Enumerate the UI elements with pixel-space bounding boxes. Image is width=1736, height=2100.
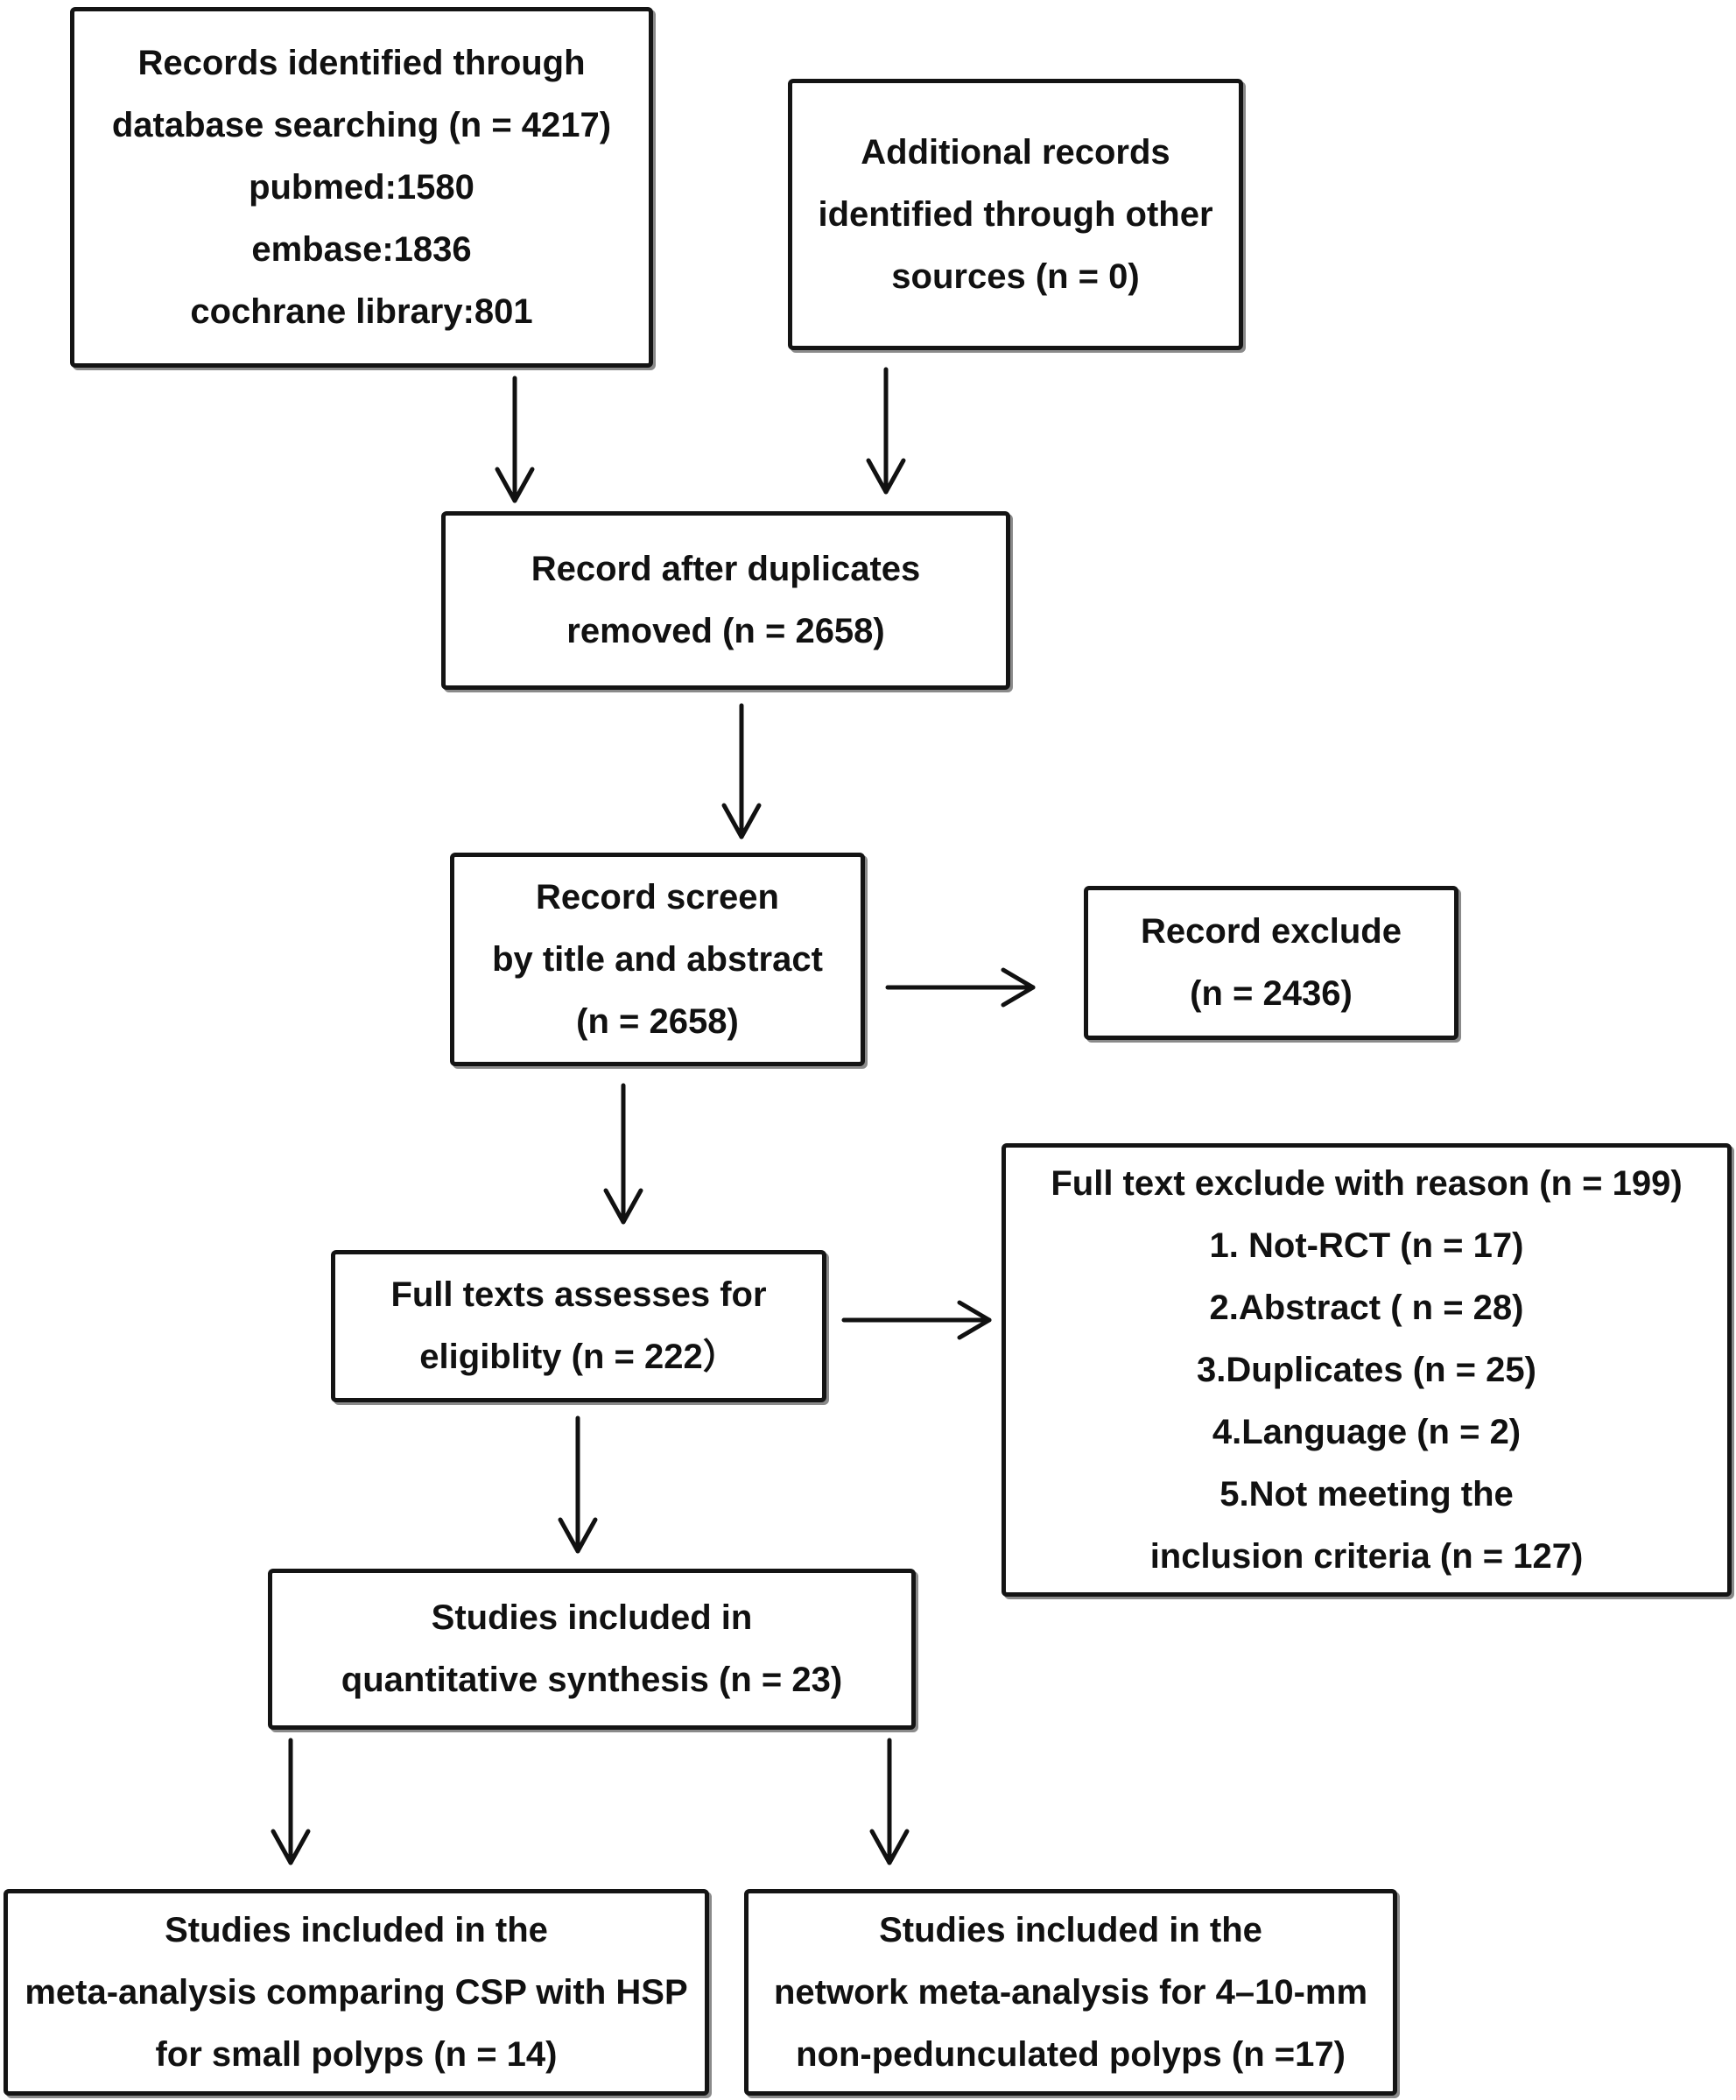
- arrow-screen-to-fulltext-assess: [603, 1083, 643, 1225]
- box-line: Full text exclude with reason (n = 199): [1051, 1163, 1683, 1203]
- arrow-identified-to-after-duplicates: [495, 376, 535, 503]
- box-line: quantitative synthesis (n = 23): [341, 1661, 843, 1699]
- studies-included-box: Studies included in quantitative synthes…: [268, 1569, 916, 1730]
- box-line: cochrane library:801: [190, 291, 533, 331]
- meta-analysis-csp-hsp-box: Studies included in the meta-analysis co…: [4, 1889, 709, 2096]
- box-line: embase:1836: [251, 229, 472, 269]
- box-line: non-pedunculated polyps (n =17): [796, 2034, 1346, 2074]
- box-line: by title and abstract: [492, 939, 823, 979]
- box-line: meta-analysis comparing CSP with HSP: [25, 1972, 688, 2012]
- arrow-included-to-network-meta: [869, 1738, 910, 1865]
- fulltext-assess-box: Full texts assesses for eligiblity (n = …: [331, 1250, 826, 1402]
- box-line: inclusion criteria (n = 127): [1149, 1536, 1584, 1576]
- record-screen-box: Record screen by title and abstract (n =…: [450, 853, 865, 1066]
- box-line: pubmed:1580: [249, 167, 474, 207]
- box-line: Record after duplicates: [531, 550, 921, 588]
- box-line: database searching (n = 4217): [111, 105, 612, 144]
- box-line: 3.Duplicates (n = 25): [1197, 1350, 1536, 1389]
- arrow-included-to-meta-csp-hsp: [271, 1738, 311, 1865]
- record-exclude-box: Record exclude (n = 2436): [1084, 886, 1458, 1040]
- box-line: Studies included in the: [165, 1910, 548, 1949]
- box-line: removed (n = 2658): [566, 612, 885, 650]
- box-line: identified through other: [818, 194, 1213, 234]
- arrow-after-duplicates-to-screen: [721, 703, 762, 839]
- box-line: network meta-analysis for 4–10-mm: [773, 1972, 1368, 2012]
- box-line: Studies included in: [431, 1598, 753, 1637]
- box-line: (n = 2436): [1190, 974, 1353, 1013]
- arrow-fulltext-assess-to-included: [558, 1415, 598, 1554]
- box-line: sources (n = 0): [891, 256, 1140, 296]
- arrow-screen-to-exclude: [885, 967, 1036, 1008]
- records-identified-box: Records identified through database sear…: [70, 7, 653, 368]
- box-line: (n = 2658): [576, 1001, 739, 1041]
- network-meta-analysis-box: Studies included in the network meta-ana…: [744, 1889, 1397, 2096]
- box-line: 1. Not-RCT (n = 17): [1209, 1226, 1524, 1265]
- box-line: eligiblity (n = 222）: [419, 1338, 738, 1376]
- box-line: 4.Language (n = 2): [1212, 1412, 1522, 1451]
- box-line: Record screen: [536, 877, 779, 917]
- fulltext-exclude-box: Full text exclude with reason (n = 199) …: [1002, 1143, 1732, 1597]
- arrow-additional-to-after-duplicates: [866, 367, 906, 495]
- box-line: for small polyps (n = 14): [155, 2034, 558, 2074]
- box-line: Full texts assesses for: [390, 1275, 767, 1314]
- records-after-duplicates-box: Record after duplicates removed (n = 265…: [441, 511, 1010, 690]
- box-line: Record exclude: [1141, 912, 1402, 951]
- box-line: 5.Not meeting the: [1219, 1474, 1514, 1514]
- box-line: 2.Abstract ( n = 28): [1209, 1288, 1524, 1327]
- box-line: Records identified through: [137, 43, 586, 82]
- box-line: Studies included in the: [879, 1910, 1262, 1949]
- additional-records-box: Additional records identified through ot…: [788, 79, 1243, 350]
- arrow-fulltext-assess-to-fulltext-exclude: [841, 1300, 992, 1340]
- box-line: Additional records: [861, 132, 1170, 172]
